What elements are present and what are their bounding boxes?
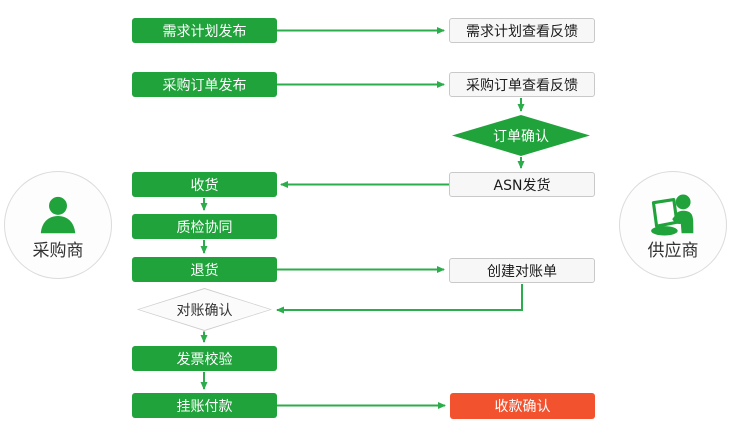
node-invoice-verification: 发票校验 bbox=[132, 346, 277, 371]
node-purchase-order-publish: 采购订单发布 bbox=[132, 72, 277, 97]
node-quality-inspection: 质检协同 bbox=[132, 214, 277, 239]
node-receipt-confirmation: 收款确认 bbox=[450, 393, 595, 419]
actor-buyer-label: 采购商 bbox=[32, 240, 84, 261]
actor-supplier: 供应商 bbox=[619, 171, 727, 279]
node-purchase-order-feedback: 采购订单查看反馈 bbox=[449, 72, 595, 97]
node-order-confirmation-label: 订单确认 bbox=[493, 128, 549, 145]
node-receive-goods: 收货 bbox=[132, 172, 277, 197]
actor-buyer: 采购商 bbox=[4, 171, 112, 279]
node-order-confirmation-diamond: 订单确认 bbox=[452, 115, 590, 156]
supplier-laptop-person-icon bbox=[651, 194, 694, 236]
node-demand-plan-publish: 需求计划发布 bbox=[132, 18, 277, 43]
buyer-person-icon bbox=[40, 196, 76, 233]
node-asn-shipment: ASN发货 bbox=[449, 172, 595, 197]
node-account-payment: 挂账付款 bbox=[132, 393, 277, 418]
node-statement-confirmation-diamond: 对账确认 bbox=[137, 288, 272, 331]
node-return-goods: 退货 bbox=[132, 257, 277, 282]
node-create-statement: 创建对账单 bbox=[449, 258, 595, 283]
node-statement-confirmation-label: 对账确认 bbox=[176, 302, 233, 319]
actor-supplier-label: 供应商 bbox=[647, 240, 699, 261]
node-demand-plan-feedback: 需求计划查看反馈 bbox=[449, 18, 595, 43]
